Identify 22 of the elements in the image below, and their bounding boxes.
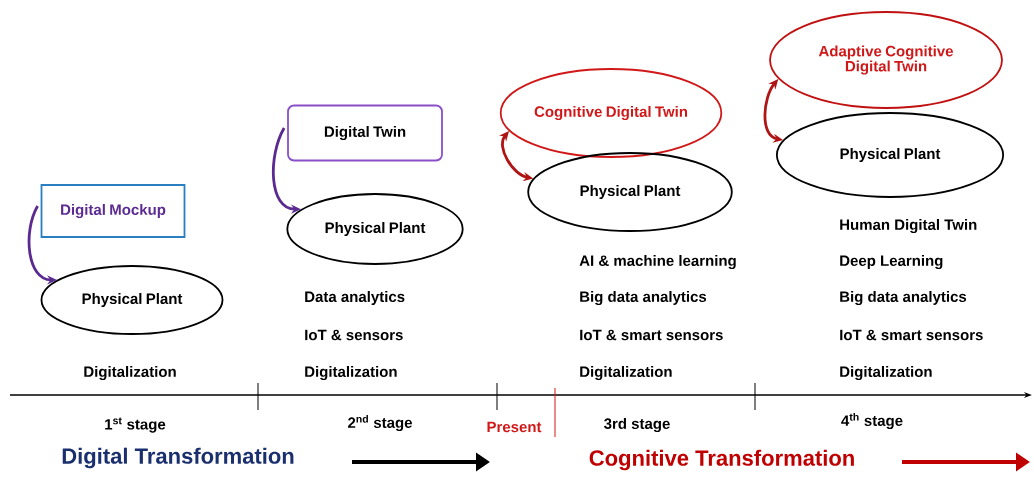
stage-item: Digitalization: [840, 366, 932, 381]
stage-item: AI & machine learning: [579, 255, 736, 270]
mockup-box: Digital Mockup: [40, 184, 186, 238]
stage-label: 4$^{th}$ stage: [841, 413, 903, 429]
stage-item: IoT & sensors: [305, 329, 403, 341]
stage-item: Human Digital Twin: [840, 219, 977, 234]
phase-title: Cognitive Transformation: [589, 449, 854, 471]
stage-item: IoT & smart sensors: [840, 329, 983, 341]
stage-label: 2$^{nd}$ stage: [348, 415, 412, 431]
stage-item: Data analytics: [305, 291, 405, 305]
stage-item: Digitalization: [580, 366, 672, 381]
stage-item: Digitalization: [84, 366, 176, 381]
stage-item: Big data analytics: [580, 291, 707, 306]
phase-title: Digital Transformation: [62, 447, 294, 469]
twin-box: Digital Twin: [287, 104, 443, 162]
stage-item: Big data analytics: [840, 291, 967, 306]
present-label: Present: [487, 421, 542, 433]
stage-label: 3rd stage: [604, 418, 670, 433]
stage-label: 1$^{st}$ stage: [105, 417, 166, 433]
stage-item: Digitalization: [305, 366, 397, 381]
stage-item: Deep Learning: [840, 255, 943, 270]
stage-item: IoT & smart sensors: [580, 329, 723, 341]
